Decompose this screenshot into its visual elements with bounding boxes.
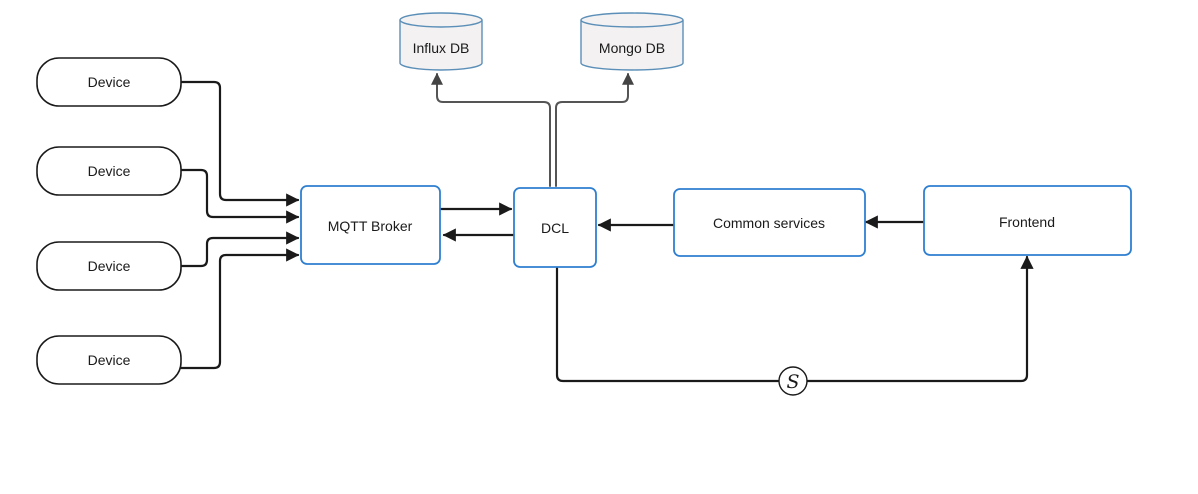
mongo-db-label: Mongo DB <box>599 40 665 56</box>
connector-device-1-to-broker <box>179 80 300 207</box>
dcl-label: DCL <box>541 220 569 236</box>
device-node-4: Device <box>36 335 182 385</box>
connector-dcl-to-frontend <box>555 255 1034 383</box>
device-label-1: Device <box>88 74 131 90</box>
connector-device-2-to-broker <box>179 168 300 224</box>
device-node-1: Device <box>36 57 182 107</box>
common-services-label: Common services <box>713 215 825 231</box>
socket-marker-label: S <box>786 371 799 393</box>
frontend-label: Frontend <box>999 214 1055 230</box>
connector-device-4-to-broker <box>179 248 300 370</box>
connector-dcl-to-influx <box>431 72 551 187</box>
connector-device-3-to-broker <box>179 231 300 268</box>
device-label-2: Device <box>88 163 131 179</box>
device-node-3: Device <box>36 241 182 291</box>
device-label-4: Device <box>88 352 131 368</box>
dcl-node: DCL <box>513 187 597 268</box>
frontend-node: Frontend <box>923 185 1132 256</box>
influx-db-cylinder: Influx DB <box>399 12 483 71</box>
socket-marker: S <box>778 366 808 396</box>
influx-db-label: Influx DB <box>413 40 470 56</box>
device-label-3: Device <box>88 258 131 274</box>
mqtt-broker-label: MQTT Broker <box>328 218 413 234</box>
common-services-node: Common services <box>673 188 866 257</box>
device-node-2: Device <box>36 146 182 196</box>
mqtt-broker-node: MQTT Broker <box>300 185 441 265</box>
connector-dcl-to-mongo <box>555 72 634 187</box>
mongo-db-cylinder: Mongo DB <box>580 12 684 71</box>
